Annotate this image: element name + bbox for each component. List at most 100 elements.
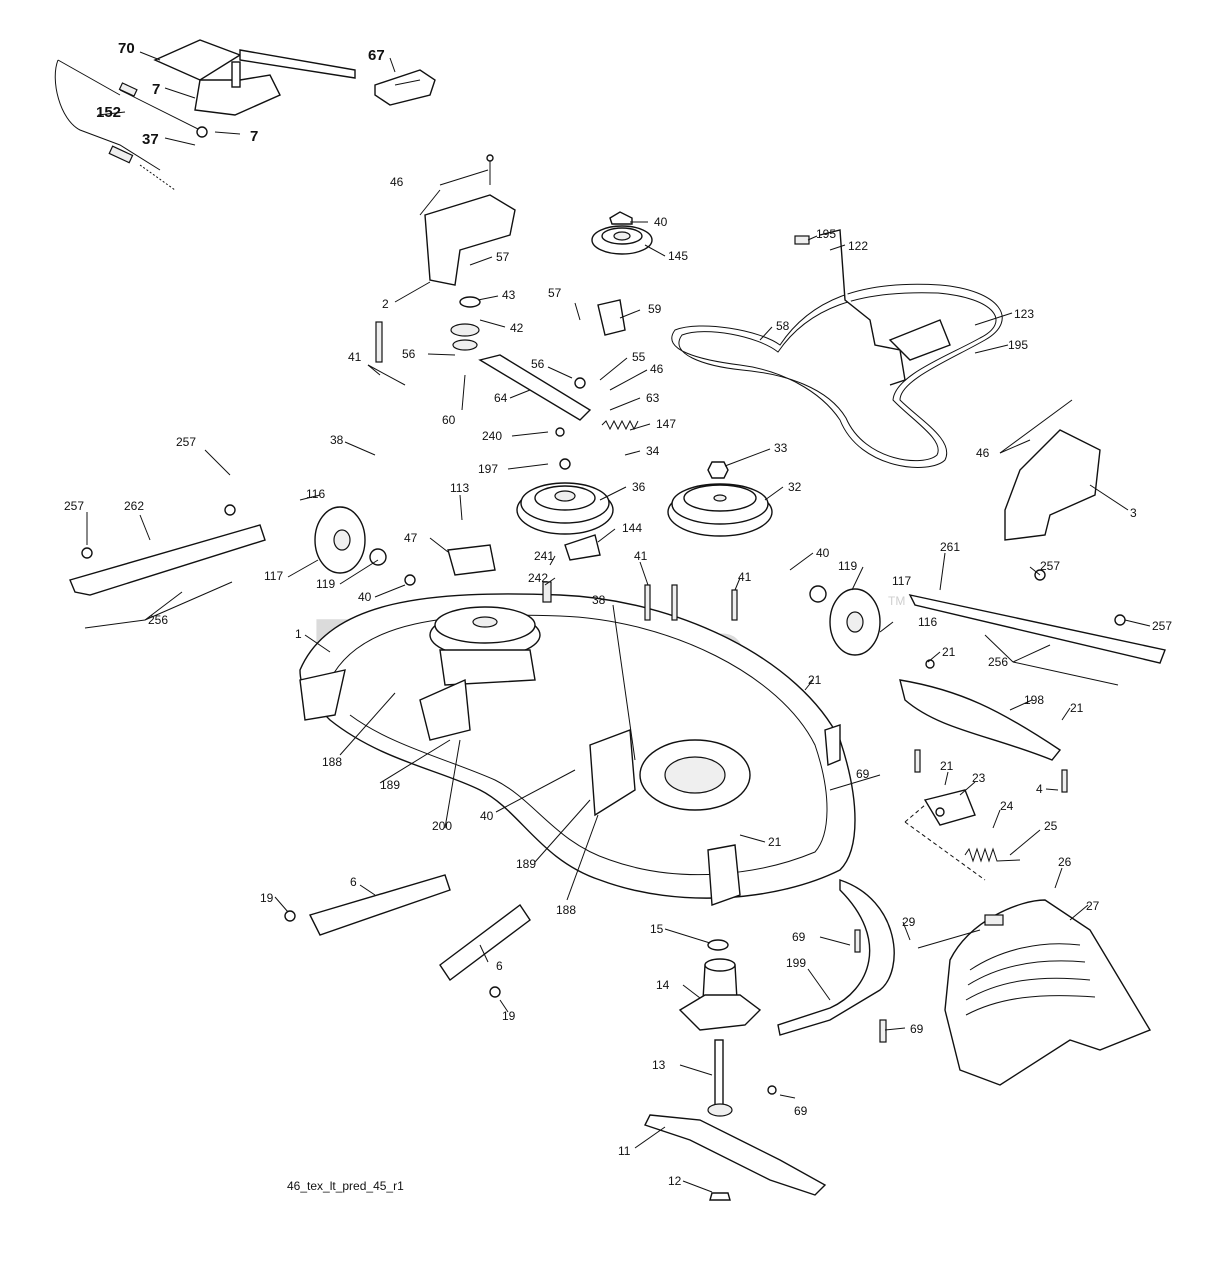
chute-spring [964, 847, 1021, 863]
callout-42: 42 [510, 321, 524, 335]
pivot-rod [917, 929, 981, 949]
callout-29: 29 [902, 915, 916, 929]
callout-257: 257 [1040, 559, 1060, 573]
callout-43: 43 [502, 288, 516, 302]
callout-2: 2 [382, 297, 389, 311]
chute-deflector-rod [899, 679, 1062, 761]
callout-40: 40 [358, 590, 372, 604]
callout-113: 113 [450, 481, 469, 495]
callout-41: 41 [738, 570, 752, 584]
callout-4: 4 [1036, 782, 1043, 796]
callout-21: 21 [940, 759, 954, 773]
callout-46: 46 [650, 362, 664, 376]
callout-69: 69 [856, 767, 870, 781]
callout-14: 14 [656, 978, 670, 992]
callout-27: 27 [1086, 899, 1100, 913]
callout-188: 188 [556, 903, 576, 917]
baffle-lower [439, 903, 531, 982]
callout-144: 144 [622, 521, 642, 535]
callout-55: 55 [632, 350, 646, 364]
bracket-144 [564, 534, 601, 561]
handle-cover [374, 69, 436, 106]
callout-40: 40 [816, 546, 830, 560]
callout-57: 57 [496, 250, 510, 264]
callout-25: 25 [1044, 819, 1058, 833]
callout-19: 19 [260, 891, 274, 905]
callout-70: 70 [118, 40, 135, 57]
callout-67: 67 [368, 47, 385, 64]
lift-cable [54, 59, 201, 191]
callout-63: 63 [646, 391, 660, 405]
callout-34: 34 [646, 444, 660, 458]
callout-15: 15 [650, 922, 664, 936]
callout-12: 12 [668, 1174, 682, 1188]
chute-bracket [923, 789, 976, 826]
callout-195: 195 [1008, 338, 1028, 352]
callout-24: 24 [1000, 799, 1014, 813]
callout-21: 21 [1070, 701, 1084, 715]
callout-11: 11 [618, 1144, 631, 1158]
gauge-wheel-left [314, 506, 387, 574]
callout-1: 1 [295, 627, 302, 641]
callout-64: 64 [494, 391, 508, 405]
callout-262: 262 [124, 499, 144, 513]
callout-119: 119 [838, 559, 857, 573]
callout-188: 188 [322, 755, 342, 769]
callout-41: 41 [634, 549, 648, 563]
callout-256: 256 [148, 613, 168, 627]
belt-guard-left [424, 154, 516, 286]
callout-198: 198 [1024, 693, 1044, 707]
callout-40: 40 [654, 215, 668, 229]
callout-21: 21 [808, 673, 822, 687]
belt-guard-right [1004, 429, 1101, 541]
stabilizer-bar-right [908, 594, 1166, 664]
callout-7: 7 [250, 128, 258, 145]
callout-145: 145 [668, 249, 688, 263]
callout-59: 59 [648, 302, 662, 316]
callout-21: 21 [768, 835, 782, 849]
drive-belt [671, 283, 1003, 468]
baffle-upper [309, 874, 451, 936]
spindle-pulley-32 [667, 483, 773, 537]
nut-33 [707, 461, 729, 479]
callout-261: 261 [940, 540, 960, 554]
callout-240: 240 [482, 429, 502, 443]
callout-122: 122 [848, 239, 868, 253]
belt-keeper-bracket [794, 229, 951, 386]
idler-arm [450, 296, 592, 421]
callout-47: 47 [404, 531, 418, 545]
callout-56: 56 [402, 347, 416, 361]
callout-69: 69 [910, 1022, 924, 1036]
callout-32: 32 [788, 480, 802, 494]
callout-6: 6 [496, 959, 503, 973]
callout-69: 69 [794, 1104, 808, 1118]
callout-69: 69 [792, 930, 806, 944]
idler-pulley-145 [591, 211, 653, 255]
callout-152: 152 [96, 104, 121, 121]
callout-37: 37 [142, 131, 159, 148]
callout-36: 36 [632, 480, 646, 494]
callout-257: 257 [176, 435, 196, 449]
callout-23: 23 [972, 771, 986, 785]
bracket-59 [597, 299, 626, 336]
callout-58: 58 [776, 319, 790, 333]
callout-116: 116 [306, 487, 325, 501]
spring-147 [601, 419, 639, 431]
drawing-file-label: 46_tex_lt_pred_45_r1 [287, 1179, 404, 1193]
callout-117: 117 [264, 569, 283, 583]
callout-241: 241 [534, 549, 554, 563]
callout-21: 21 [942, 645, 956, 659]
callout-123: 123 [1014, 307, 1034, 321]
callout-189: 189 [516, 857, 536, 871]
callout-3: 3 [1130, 506, 1137, 520]
chute-assembly-guide [904, 804, 986, 881]
callout-labels: 70 67 7 7 152 37 46 2 57 43 42 56 60 41 … [64, 40, 1172, 1188]
blade-bolt [709, 1192, 731, 1201]
callout-41: 41 [348, 350, 362, 364]
callout-256: 256 [988, 655, 1008, 669]
callout-147: 147 [656, 417, 676, 431]
callout-46: 46 [390, 175, 404, 189]
callout-57: 57 [548, 286, 562, 300]
callout-189: 189 [380, 778, 400, 792]
